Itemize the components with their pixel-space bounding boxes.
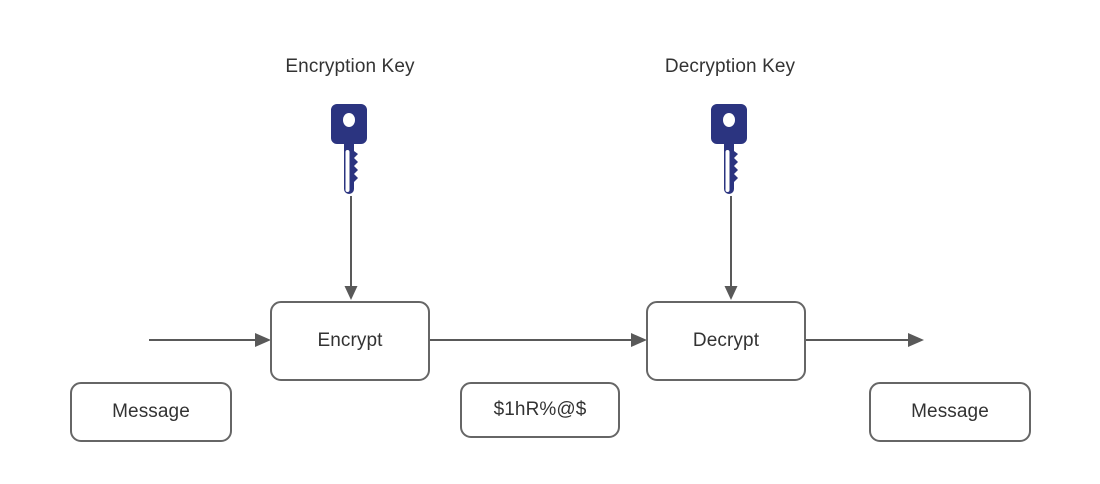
ciphertext-node[interactable]: $1hR%@$: [460, 382, 620, 438]
decrypt-to-output-arrow: [796, 333, 924, 347]
message-output-node[interactable]: Message: [869, 382, 1031, 442]
decryption-key-icon: [711, 104, 747, 194]
input-to-encrypt-arrow: [149, 333, 271, 347]
encryption-key-icon: [331, 104, 367, 194]
decryption-key-to-decrypt-arrow: [724, 196, 738, 300]
decryption-key-label: Decryption Key: [664, 56, 796, 77]
encrypt-node[interactable]: Encrypt: [270, 301, 430, 381]
decrypt-node[interactable]: Decrypt: [646, 301, 806, 381]
message-input-node[interactable]: Message: [70, 382, 232, 442]
encrypt-to-decrypt-arrow: [428, 333, 647, 347]
encryption-key-label: Encryption Key: [285, 56, 415, 77]
encryption-key-to-encrypt-arrow: [344, 196, 358, 300]
